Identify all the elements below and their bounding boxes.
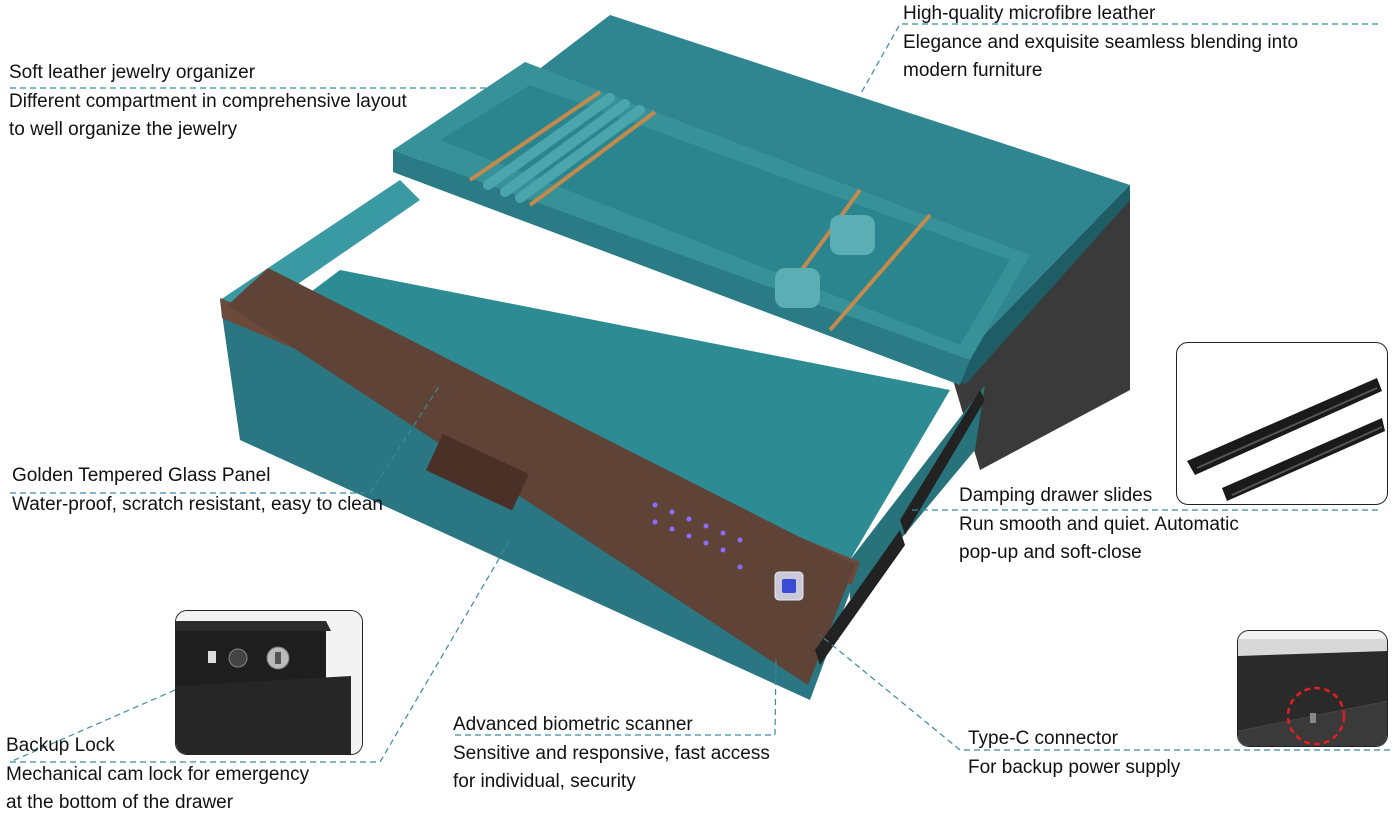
ring-roll xyxy=(515,105,645,203)
callout-title: Soft leather jewelry organizer xyxy=(9,62,256,83)
drawer-handle xyxy=(425,434,529,511)
tray-divider xyxy=(828,213,932,332)
inset-backup-lock xyxy=(175,610,363,755)
tray-divider xyxy=(528,110,657,207)
callout-title: Type-C connector xyxy=(968,728,1118,749)
bronze-panel xyxy=(228,268,855,685)
inset-type-c xyxy=(1237,630,1388,747)
watch-pillow xyxy=(775,268,820,308)
callout-text: Run smooth and quiet. Automatic xyxy=(959,513,1239,535)
cabinet-front-edge xyxy=(950,185,1130,385)
callout-text: Elegance and exquisite seamless blending… xyxy=(903,31,1299,53)
callout-text: Different compartment in comprehensive l… xyxy=(9,90,407,112)
callout-slides: Damping drawer slides Run smooth and qui… xyxy=(959,482,1239,568)
callout-text: at the bottom of the drawer xyxy=(6,792,234,813)
callout-title: Golden Tempered Glass Panel xyxy=(12,465,271,486)
callout-text: Sensitive and responsive, fast access xyxy=(453,742,770,764)
organizer-tray-side xyxy=(393,150,970,385)
callout-backup-lock: Backup Lock Mechanical cam lock for emer… xyxy=(6,732,309,818)
inset-drawer-slides xyxy=(1176,342,1388,505)
callout-text: Mechanical cam lock for emergency xyxy=(6,763,310,785)
backup-lock-image xyxy=(176,611,362,754)
keypad xyxy=(652,502,743,570)
drawer-inner-floor xyxy=(260,270,950,560)
callout-organizer: Soft leather jewelry organizer Different… xyxy=(9,59,407,145)
callout-title: Advanced biometric scanner xyxy=(453,714,693,735)
drawer-slide xyxy=(900,390,985,535)
callout-biometric: Advanced biometric scanner Sensitive and… xyxy=(453,711,770,797)
cabinet-side xyxy=(950,185,1130,470)
tray-divider xyxy=(468,90,602,182)
callout-type-c: Type-C connector For backup power supply xyxy=(968,725,1180,782)
callout-text: Water-proof, scratch resistant, easy to … xyxy=(12,493,384,515)
callout-title: Backup Lock xyxy=(6,735,115,756)
ring-roll xyxy=(500,99,630,197)
callout-title: High-quality microfibre leather xyxy=(903,3,1156,24)
watch-pillow xyxy=(830,215,875,255)
callout-microfibre: High-quality microfibre leather Elegance… xyxy=(903,0,1298,86)
leader-lines xyxy=(9,23,1390,763)
callout-text: modern furniture xyxy=(903,60,1043,81)
drawer-slides-image xyxy=(1187,378,1385,501)
drawer-slide-lower xyxy=(815,530,905,665)
fingerprint-sensor xyxy=(782,579,796,593)
callout-glass-panel: Golden Tempered Glass Panel Water-proof,… xyxy=(12,462,383,519)
callout-text: for individual, security xyxy=(453,771,636,792)
callout-text: to well organize the jewelry xyxy=(9,119,238,140)
type-c-image xyxy=(1238,631,1387,746)
callout-text: pop-up and soft-close xyxy=(959,542,1142,563)
callout-text: For backup power supply xyxy=(968,756,1181,778)
ring-roll xyxy=(483,93,615,190)
callout-title: Damping drawer slides xyxy=(959,485,1153,506)
